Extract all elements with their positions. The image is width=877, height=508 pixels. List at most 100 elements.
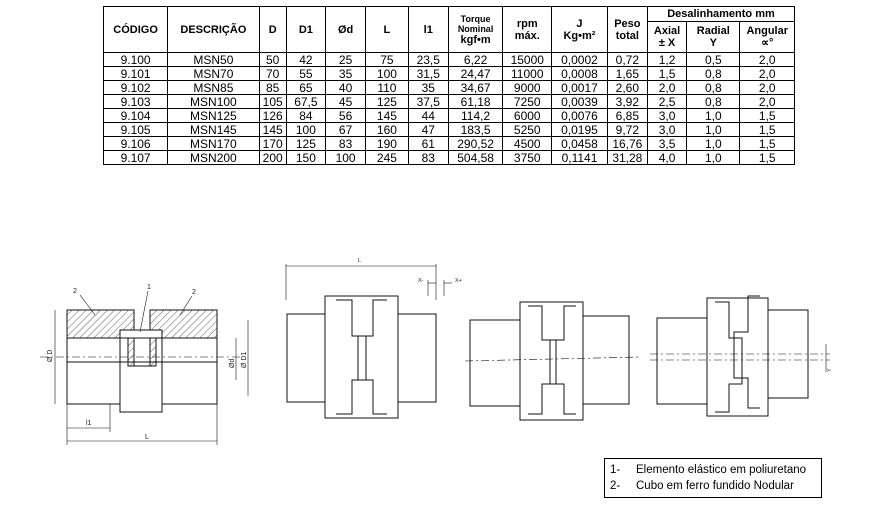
specification-table: CÓDIGO DESCRIÇÃO D D1 Ød L l1 Torque Nom… — [102, 6, 796, 165]
cell-angular: 1,5 — [739, 150, 795, 165]
dim-L-label: L — [145, 434, 149, 441]
cell-peso: 0,72 — [606, 52, 648, 67]
dim-l1-label: l1 — [86, 420, 92, 427]
cell-radial: 0,8 — [686, 94, 741, 109]
cell-codigo: 9.107 — [102, 150, 169, 165]
header-rpm-line2: máx. — [514, 29, 540, 42]
header-axial-line2: ± X — [658, 37, 676, 49]
cell-angular: 2,0 — [739, 94, 795, 109]
cell-peso: 16,76 — [606, 136, 648, 151]
dim-d-label: Ød — [229, 359, 236, 368]
cell-axial: 3,0 — [646, 122, 688, 137]
header-j-line1: J — [576, 17, 583, 30]
cell-descricao: MSN170 — [167, 136, 260, 151]
cell-radial: 1,0 — [686, 150, 741, 165]
cell-j: 0,0039 — [551, 94, 608, 109]
callout-2-left: 2 — [73, 288, 77, 295]
cell-l: 245 — [365, 150, 409, 165]
cell-torque: 504,58 — [447, 150, 504, 165]
header-radial: Radial Y — [686, 21, 741, 53]
cell-l: 145 — [365, 108, 409, 123]
legend-box: 1- Elemento elástico em poliuretano 2- Cub… — [604, 458, 822, 498]
legend-item: 1- Elemento elástico em poliuretano — [610, 462, 821, 478]
legend-item-text: Cubo em ferro fundido Nodular — [636, 480, 794, 492]
header-axial: Axial ± X — [646, 21, 688, 53]
cell-l: 110 — [365, 80, 409, 95]
header-codigo: CÓDIGO — [102, 6, 169, 53]
header-peso: Peso total — [606, 6, 648, 53]
dim-D-label: Ø D — [47, 350, 54, 362]
cell-rpm: 7250 — [502, 94, 553, 109]
header-torque-line1: Torque — [460, 13, 491, 24]
radial-labels: Y — [827, 368, 833, 372]
header-rpm: rpm máx. — [502, 6, 553, 53]
cell-j: 0,0002 — [551, 52, 608, 67]
cell-axial: 2,5 — [646, 94, 688, 109]
cell-od: 100 — [324, 150, 367, 165]
cell-d1: 67,5 — [285, 94, 326, 109]
callout-1: 1 — [147, 284, 151, 291]
cell-od: 83 — [324, 136, 367, 151]
header-torque-line3: kgf•m — [460, 33, 491, 46]
section-view-labels: 2 1 2 Ø D Ød Ø D1 l1 L — [47, 284, 248, 441]
section-view — [40, 290, 249, 445]
angular-misalignment-view — [464, 301, 641, 421]
cell-descricao: MSN100 — [167, 94, 260, 109]
header-peso-line1: Peso — [614, 17, 641, 30]
header-axial-line1: Axial — [653, 25, 681, 37]
cell-axial: 4,0 — [646, 150, 688, 165]
cell-torque: 6,22 — [447, 52, 504, 67]
header-peso-line2: total — [615, 29, 639, 42]
dim-X-plus-label: X+ — [455, 278, 462, 284]
cell-j: 0,0076 — [551, 108, 608, 123]
cell-j: 0,0017 — [551, 80, 608, 95]
dim-X-minus-label: X- — [418, 278, 424, 284]
legend-item-number: 1- — [610, 464, 621, 476]
header-l1: l1 — [407, 6, 449, 53]
legend-item-text: Elemento elástico em poliuretano — [636, 464, 807, 476]
axial-misalignment-view — [285, 264, 452, 419]
cell-peso: 9,72 — [606, 122, 648, 137]
cell-angular: 2,0 — [739, 66, 795, 81]
dim-L-top-label: L — [358, 258, 361, 264]
cell-rpm: 9000 — [502, 80, 553, 95]
cell-codigo: 9.102 — [102, 80, 169, 95]
header-rpm-line1: rpm — [516, 17, 538, 30]
cell-descricao: MSN200 — [167, 150, 260, 165]
radial-misalignment-view — [650, 295, 830, 417]
header-j: J Kg•m² — [551, 6, 608, 53]
cell-codigo: 9.101 — [102, 66, 169, 81]
cell-codigo: 9.103 — [102, 94, 169, 109]
cell-j: 0,1141 — [551, 150, 608, 165]
cell-l1: 37,5 — [407, 94, 449, 109]
cell-d1: 150 — [285, 150, 326, 165]
cell-axial: 3,0 — [646, 108, 688, 123]
cell-d: 105 — [258, 94, 287, 109]
cell-torque: 290,52 — [447, 136, 504, 151]
cell-d1: 65 — [285, 80, 326, 95]
header-j-line2: Kg•m² — [563, 29, 596, 42]
cell-l: 75 — [365, 52, 409, 67]
header-radial-line1: Radial — [696, 25, 730, 37]
cell-d: 85 — [258, 80, 287, 95]
legend-item: 2- Cubo em ferro fundido Nodular — [610, 478, 821, 494]
dim-Y-label: Y — [827, 368, 833, 372]
cell-j: 0,0195 — [551, 122, 608, 137]
cell-d: 200 — [258, 150, 287, 165]
header-l: L — [365, 6, 409, 53]
header-angular-line1: Angular — [746, 25, 788, 37]
cell-l: 160 — [365, 122, 409, 137]
cell-j: 0,0008 — [551, 66, 608, 81]
cell-peso: 31,28 — [606, 150, 648, 165]
legend-item-number: 2- — [610, 480, 621, 492]
header-radial-line2: Y — [709, 37, 717, 49]
header-descricao: DESCRIÇÃO — [167, 6, 260, 53]
cell-d: 145 — [258, 122, 287, 137]
cell-descricao: MSN145 — [167, 122, 260, 137]
